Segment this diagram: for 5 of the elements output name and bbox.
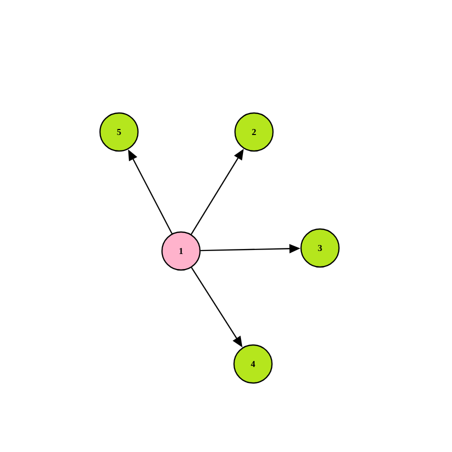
- circle-node: 3: [300, 228, 340, 268]
- circle-node: 1: [161, 231, 201, 271]
- circle-node: 5: [99, 112, 139, 152]
- circle-node: 2: [234, 112, 274, 152]
- circle-node: 4: [233, 344, 273, 384]
